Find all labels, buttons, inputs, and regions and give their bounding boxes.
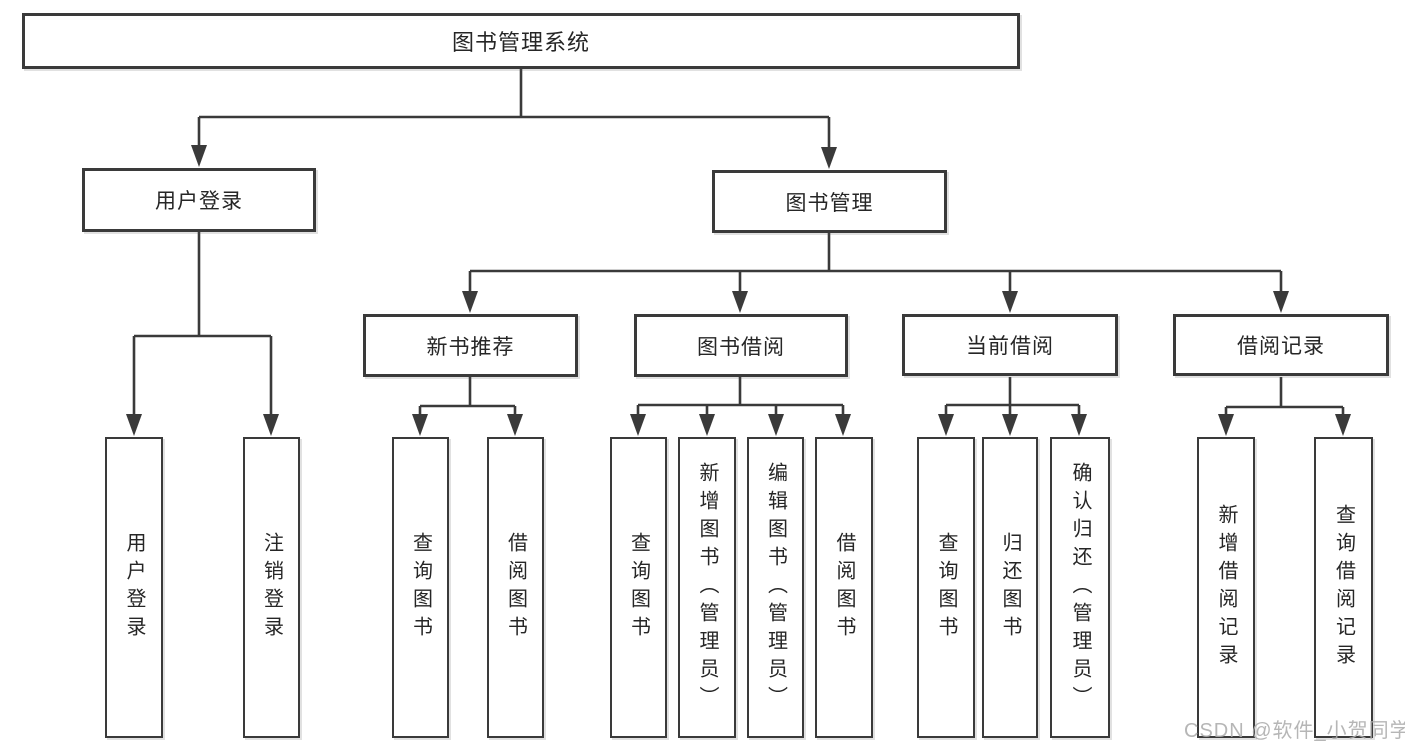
leaf-query-book-1: 查询图书 (392, 437, 449, 738)
tree-edges (132, 69, 1345, 418)
arrowhead (768, 414, 784, 436)
csdn-watermark: CSDN @软件_小贺同学 (1184, 720, 1405, 742)
leaf-query-borrow-record-label: 查询借阅记录 (1332, 503, 1355, 672)
node-book-management-label: 图书管理 (785, 191, 874, 215)
arrowhead (630, 414, 646, 436)
leaf-confirm-return-admin: 确认归还（管理员） (1050, 437, 1110, 738)
arrowhead (1071, 414, 1087, 436)
arrowhead (263, 414, 279, 436)
node-borrowing-records-label: 借阅记录 (1237, 335, 1325, 358)
arrowhead (191, 145, 207, 167)
arrowhead (1273, 291, 1289, 313)
node-root-label: 图书管理系统 (451, 30, 590, 55)
arrowhead (732, 291, 748, 313)
node-book-borrowing-label: 图书借阅 (697, 335, 785, 359)
leaf-query-book-3-label: 查询图书 (935, 531, 957, 644)
arrowhead (938, 414, 954, 436)
leaf-logout: 注销登录 (243, 437, 300, 738)
node-borrowing-records: 借阅记录 (1173, 314, 1389, 376)
leaf-edit-book-admin-label: 编辑图书（管理员） (764, 461, 787, 714)
arrowhead (1002, 414, 1018, 436)
node-user-login: 用户登录 (82, 168, 316, 232)
leaf-borrow-book-2: 借阅图书 (815, 437, 873, 738)
node-current-borrowing: 当前借阅 (902, 314, 1118, 376)
arrowhead (821, 147, 837, 169)
node-book-management: 图书管理 (712, 170, 947, 233)
leaf-add-borrow-record-label: 新增借阅记录 (1215, 503, 1237, 672)
leaf-return-book-label: 归还图书 (999, 531, 1021, 644)
leaf-add-book-admin: 新增图书（管理员） (678, 437, 736, 738)
leaf-add-borrow-record: 新增借阅记录 (1197, 437, 1255, 738)
leaf-confirm-return-admin-label: 确认归还（管理员） (1069, 461, 1091, 714)
arrowhead (126, 414, 142, 436)
leaf-logout-label: 注销登录 (260, 531, 283, 644)
node-new-book-recommend: 新书推荐 (363, 314, 578, 377)
leaf-query-book-3: 查询图书 (917, 437, 975, 738)
leaf-borrow-book-1-label: 借阅图书 (504, 531, 527, 644)
leaf-query-book-2: 查询图书 (610, 437, 667, 738)
node-current-borrowing-label: 当前借阅 (966, 335, 1054, 358)
leaf-return-book: 归还图书 (982, 437, 1038, 738)
arrowhead (1218, 414, 1234, 436)
leaf-edit-book-admin: 编辑图书（管理员） (747, 437, 804, 738)
arrowhead (699, 414, 715, 436)
node-book-borrowing: 图书借阅 (634, 314, 848, 377)
leaf-borrow-book-2-label: 借阅图书 (833, 531, 855, 644)
node-root: 图书管理系统 (22, 13, 1020, 69)
node-new-book-recommend-label: 新书推荐 (426, 335, 515, 359)
arrowhead (462, 291, 478, 313)
leaf-query-book-2-label: 查询图书 (627, 531, 650, 644)
arrowhead (1335, 414, 1351, 436)
arrowhead (507, 414, 523, 436)
arrowhead (835, 414, 851, 436)
arrowhead (412, 414, 428, 436)
leaf-query-borrow-record: 查询借阅记录 (1314, 437, 1373, 738)
leaf-query-book-1-label: 查询图书 (409, 531, 432, 644)
leaf-add-book-admin-label: 新增图书（管理员） (696, 461, 718, 714)
leaf-borrow-book-1: 借阅图书 (487, 437, 544, 738)
arrowhead (1002, 291, 1018, 313)
leaf-user-login-label: 用户登录 (123, 531, 145, 644)
node-user-login-label: 用户登录 (155, 190, 243, 213)
leaf-user-login: 用户登录 (105, 437, 163, 738)
